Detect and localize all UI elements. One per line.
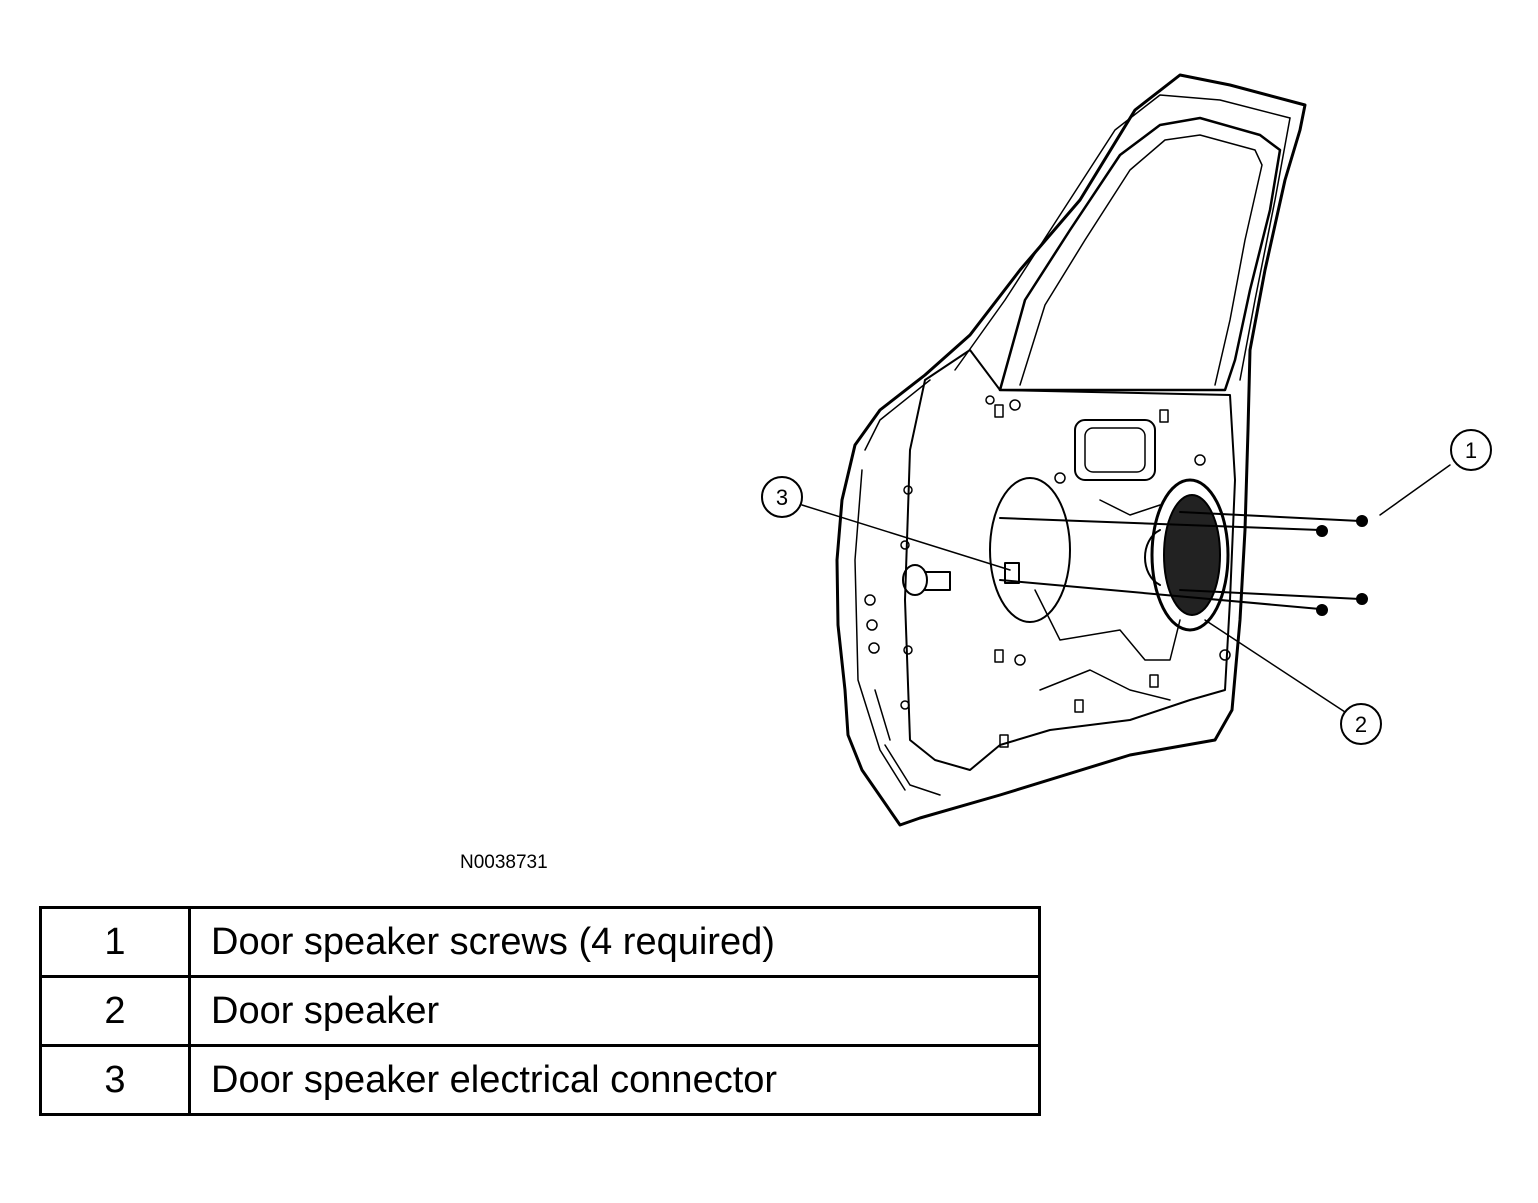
speaker-magnet (1144, 529, 1161, 586)
legend-row: 3 Door speaker electrical connector (39, 1044, 1041, 1116)
inner-panel (904, 349, 1236, 771)
legend-number: 2 (39, 975, 191, 1047)
lock-rod (924, 571, 951, 591)
leader-line-2 (1204, 619, 1346, 713)
legend-description: Door speaker electrical connector (188, 1044, 1041, 1116)
handle-recess (1074, 419, 1156, 481)
panel-holes (864, 395, 1231, 748)
callout-circle-1 (1450, 429, 1492, 471)
window-frame (998, 116, 1282, 392)
hinge-side (874, 689, 941, 796)
legend-table: 1 Door speaker screws (4 required) 2 Doo… (39, 906, 1041, 1116)
electrical-connector (1004, 562, 1020, 584)
handle-recess-inner (1084, 427, 1146, 473)
leader-line-1 (1379, 464, 1451, 516)
door-speaker-screws (999, 511, 1368, 616)
leader-line-3 (801, 504, 1011, 571)
speaker-opening (989, 477, 1071, 623)
callout-circle-2 (1340, 703, 1382, 745)
legend-number: 1 (39, 906, 191, 978)
figure-id: N0038731 (460, 852, 548, 873)
callout-label-1: 1 (1465, 438, 1477, 463)
legend-description: Door speaker (188, 975, 1041, 1047)
callout-label-3: 3 (776, 485, 788, 510)
door-speaker-rim (1150, 478, 1230, 632)
legend-number: 3 (39, 1044, 191, 1116)
door-speaker-diagram: 1 2 3 (761, 73, 1492, 827)
legend-row: 1 Door speaker screws (4 required) (39, 906, 1041, 978)
frame-edge-line-2 (1239, 117, 1291, 381)
door-outline (835, 73, 1307, 827)
internal-mechanism (1034, 499, 1181, 701)
legend-description: Door speaker screws (4 required) (188, 906, 1041, 978)
frame-edge-line (954, 94, 1291, 371)
lock-cylinder (902, 564, 928, 596)
legend-row: 2 Door speaker (39, 975, 1041, 1047)
callout-label-2: 2 (1355, 712, 1367, 737)
window-frame-inner (1019, 134, 1263, 386)
inner-panel-edge (854, 379, 931, 791)
callout-circle-3 (761, 476, 803, 518)
